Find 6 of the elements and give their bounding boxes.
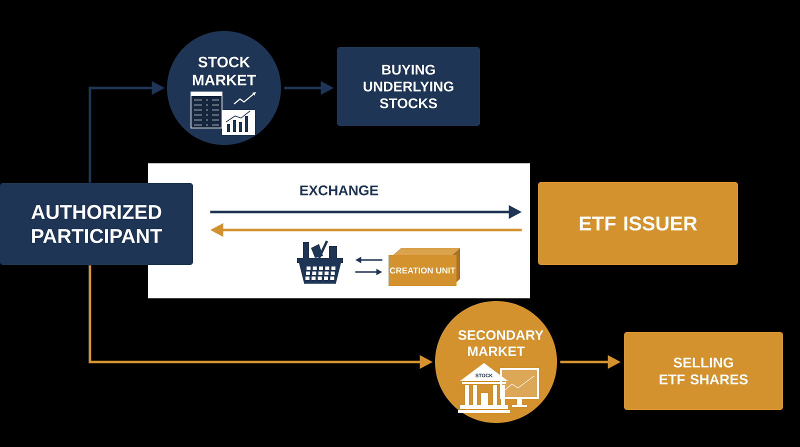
participant-box: AUTHORIZED PARTICIPANT xyxy=(0,183,193,265)
basket-icon xyxy=(297,240,343,284)
issuer-box: ETF ISSUER xyxy=(538,182,738,265)
step-box: BUYING UNDERLYING STOCKS xyxy=(337,47,480,126)
step-box: SELLING ETF SHARES xyxy=(624,332,783,410)
creation-unit-box: CREATION UNIT xyxy=(388,248,460,286)
